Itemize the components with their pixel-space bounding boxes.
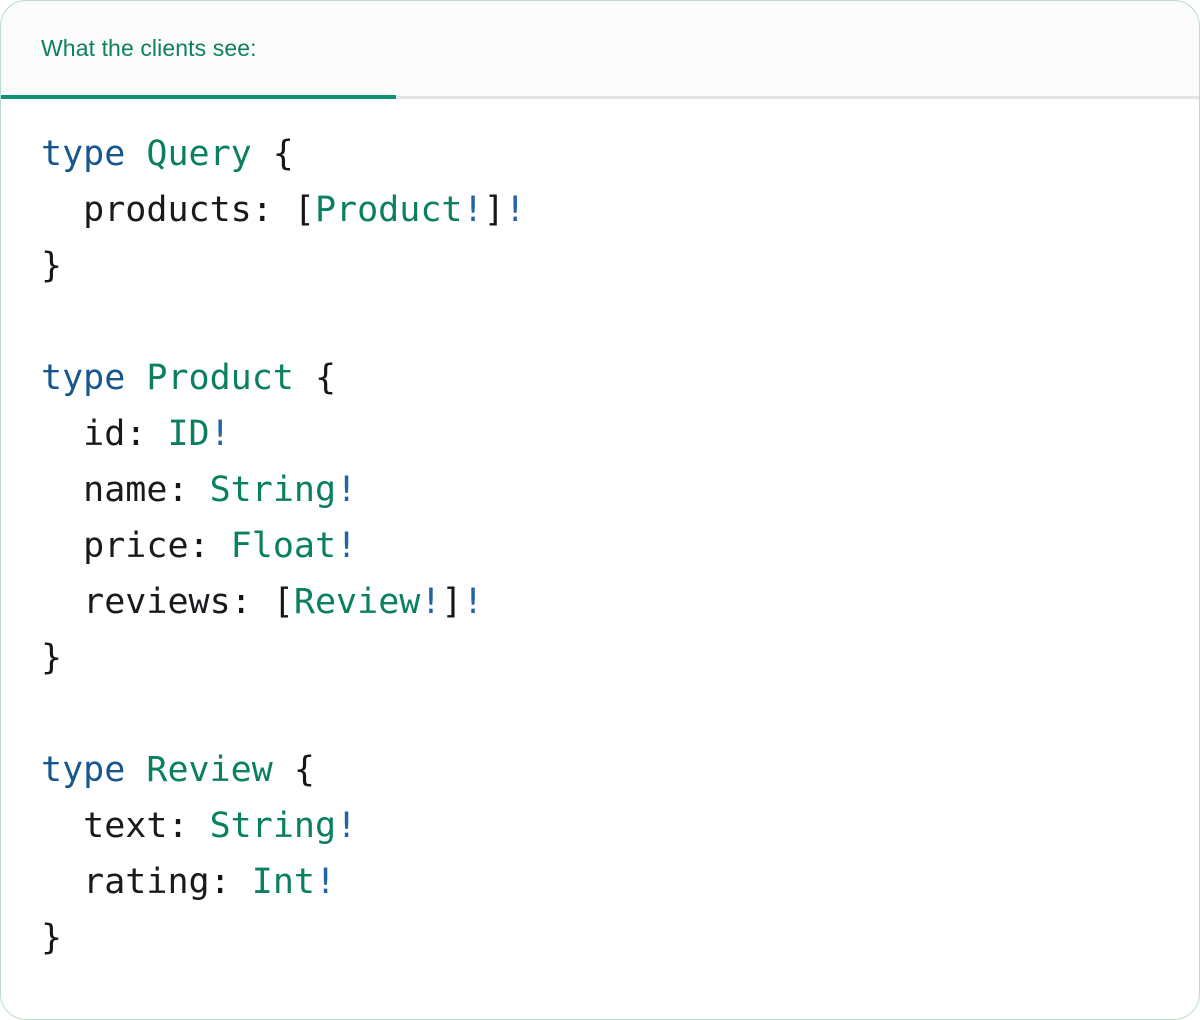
token-indent <box>41 414 83 454</box>
graphql-schema-code: type Query { products: [Product!]!}type … <box>41 126 1159 966</box>
token-nonnull: ! <box>336 806 358 846</box>
code-line: } <box>41 238 1159 294</box>
token-field: reviews <box>83 582 231 622</box>
code-line: id: ID! <box>41 406 1159 462</box>
token-field: text <box>83 806 168 846</box>
token-nonnull: ! <box>504 190 526 230</box>
token-keyword: type <box>41 134 126 174</box>
token-colon: : <box>125 414 168 454</box>
token-indent <box>41 190 83 230</box>
token-space <box>125 358 146 398</box>
token-close-brace: } <box>41 246 63 286</box>
token-field: id <box>83 414 126 454</box>
token-typename: Review <box>146 750 273 790</box>
token-typename: String <box>209 806 337 846</box>
tab-what-the-clients-see[interactable]: What the clients see: <box>1 1 396 99</box>
code-line: rating: Int! <box>41 854 1159 910</box>
token-nonnull: ! <box>336 470 358 510</box>
token-left-bracket: [ <box>293 190 315 230</box>
token-open-brace: { <box>272 750 315 790</box>
token-colon: : <box>251 190 294 230</box>
token-nonnull: ! <box>420 582 442 622</box>
token-nonnull: ! <box>314 862 337 902</box>
token-indent <box>41 470 83 510</box>
token-open-brace: { <box>251 134 294 174</box>
token-right-bracket: ] <box>483 190 505 230</box>
token-keyword: type <box>41 358 126 398</box>
token-indent <box>41 806 83 846</box>
token-typename: String <box>209 470 337 510</box>
code-line: } <box>41 910 1159 966</box>
code-line: type Review { <box>41 742 1159 798</box>
token-colon: : <box>188 526 231 566</box>
code-line: } <box>41 630 1159 686</box>
token-field: price <box>83 526 189 566</box>
code-line: price: Float! <box>41 518 1159 574</box>
token-typename: Product <box>146 358 294 398</box>
token-typename: Float <box>230 526 337 566</box>
tab-label: What the clients see: <box>41 35 257 61</box>
code-area[interactable]: type Query { products: [Product!]!}type … <box>1 99 1199 966</box>
code-line-blank <box>41 686 1159 742</box>
token-indent <box>41 862 83 902</box>
token-typename: Review <box>293 582 421 622</box>
token-nonnull: ! <box>209 414 231 454</box>
token-indent <box>41 526 83 566</box>
token-colon: : <box>167 806 210 846</box>
token-indent <box>41 582 83 622</box>
token-field: name <box>83 470 168 510</box>
token-typename: Int <box>251 862 315 902</box>
token-close-brace: } <box>41 638 63 678</box>
code-line: type Query { <box>41 126 1159 182</box>
token-nonnull: ! <box>462 582 484 622</box>
token-field: rating <box>83 862 210 902</box>
token-colon: : <box>167 470 210 510</box>
token-colon: : <box>230 582 273 622</box>
tab-active-underline <box>1 95 396 99</box>
code-line: type Product { <box>41 350 1159 406</box>
code-line-blank <box>41 294 1159 350</box>
token-colon: : <box>209 862 252 902</box>
code-line: products: [Product!]! <box>41 182 1159 238</box>
code-line: name: String! <box>41 462 1159 518</box>
token-typename: Query <box>146 134 252 174</box>
token-space <box>125 134 146 174</box>
token-field: products <box>83 190 252 230</box>
token-nonnull: ! <box>336 526 358 566</box>
token-left-bracket: [ <box>272 582 294 622</box>
token-open-brace: { <box>293 358 337 398</box>
token-space <box>125 750 146 790</box>
token-close-brace: } <box>41 918 63 958</box>
token-keyword: type <box>41 750 126 790</box>
tab-bar: What the clients see: <box>1 1 1199 99</box>
token-right-bracket: ] <box>441 582 463 622</box>
token-nonnull: ! <box>462 190 484 230</box>
token-typename: Product <box>314 190 463 230</box>
code-line: reviews: [Review!]! <box>41 574 1159 630</box>
code-line: text: String! <box>41 798 1159 854</box>
token-typename: ID <box>167 414 210 454</box>
